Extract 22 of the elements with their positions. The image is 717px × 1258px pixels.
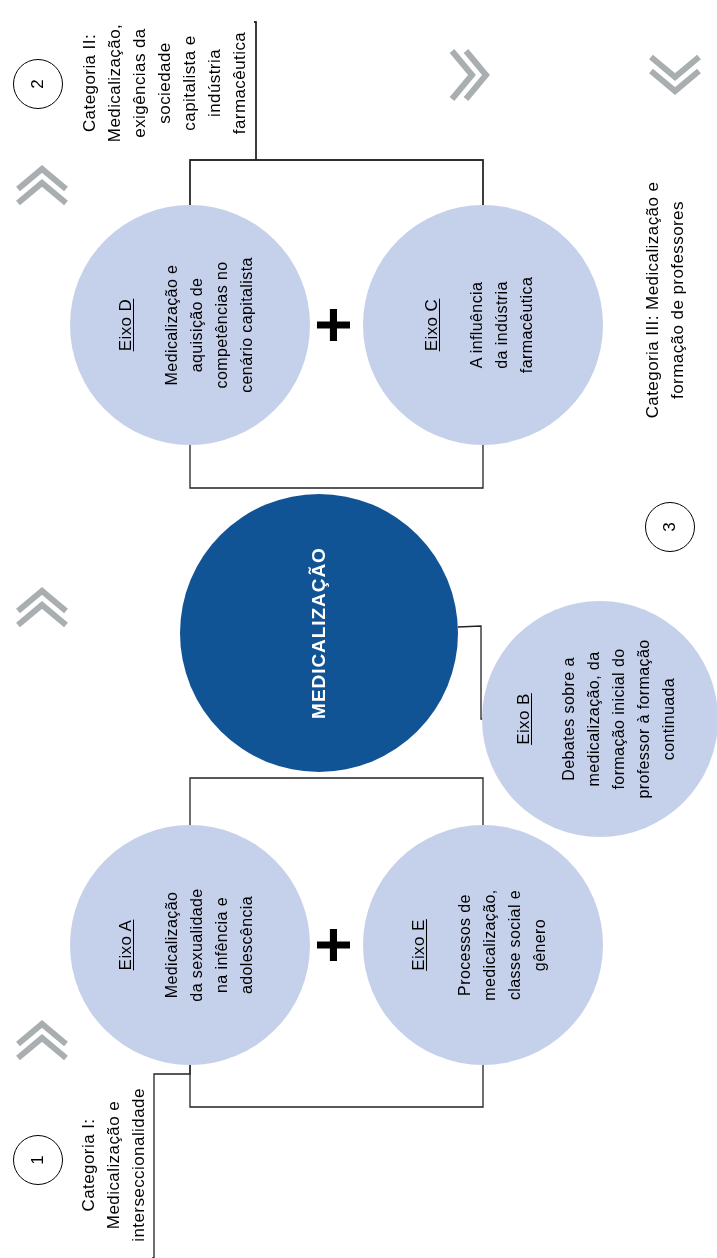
axis-title: Eixo D [115,298,137,352]
axis-title: Eixo B [512,693,534,745]
connector-line [189,444,484,489]
connector-line [457,625,483,720]
axis-description: Medicalização da sexualidade na infência e adolescência [161,887,256,1004]
connector-line [189,159,484,206]
plus-sign: + [300,305,366,346]
category-text: Categoria I: Medicalização e interseccionalidade [75,1072,152,1258]
axis-description: A influência da indústria farmacêutica [467,275,537,376]
axis-description: Debates sobre a medicalização, da formação inicial do professor à formação continuada [559,638,679,801]
axis-description: Medicalização e aquisição de competências no cenário capitalista [161,256,256,395]
axis-title: Eixo C [420,298,442,352]
category-text: Categoria III: Medicalização e formação de professores [642,180,688,420]
connector-line [151,1064,191,1258]
central-title: MEDICALIZAÇÃO [306,547,330,719]
axis-title: Eixo A [115,919,137,971]
axis-description: Processos de medicalização, classe social e gênero [454,889,549,1001]
connector-line [189,1064,484,1108]
connector-line [189,777,484,826]
plus-sign: + [300,925,366,966]
category-text: Categoria II: Medicalização, exigências da sociedade capitalista e indústria farmacêutica [75,8,254,158]
axis-title: Eixo E [408,919,430,971]
